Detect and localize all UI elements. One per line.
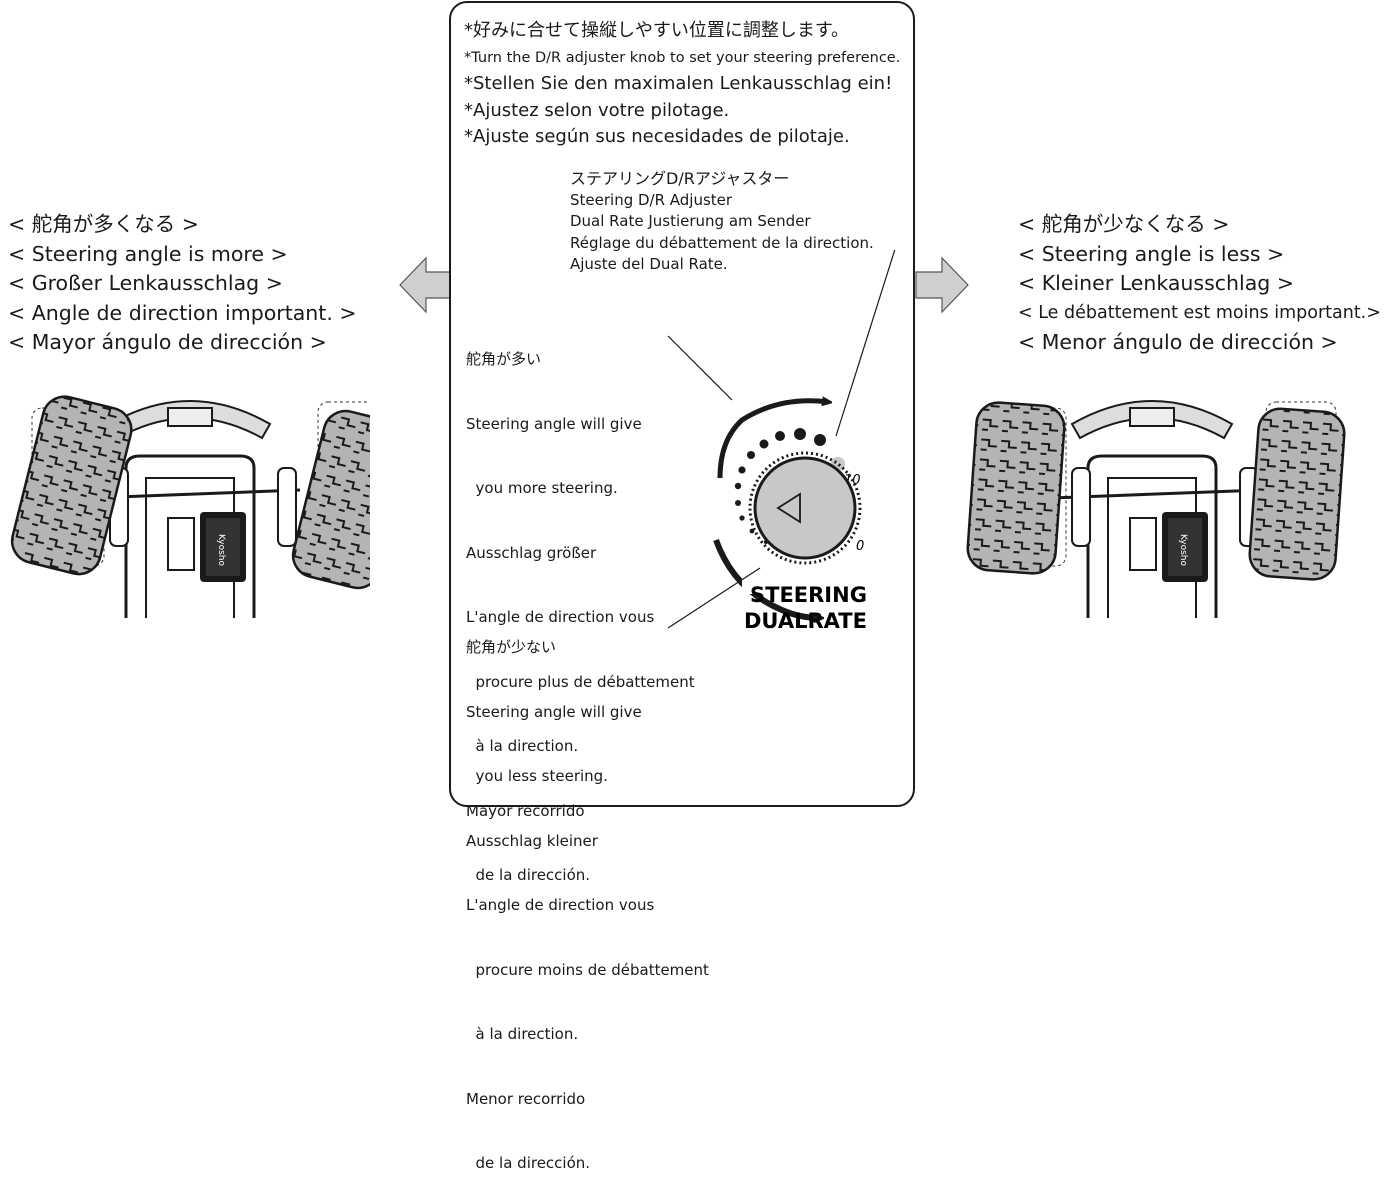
less-leader-line [667,567,761,629]
adjuster-label-de: Dual Rate Justierung am Sender [570,212,811,230]
right-caption-fr: < Le débattement est moins important.> [1018,302,1381,323]
less-note-line: you less steering. [466,767,608,785]
more-note-line: procure plus de débattement [466,672,695,691]
more-note-line: you more steering. [466,479,618,497]
adjuster-label-fr: Réglage du débattement de la direction. [570,233,874,252]
left-arrow-icon [399,256,453,314]
right-caption-es: < Menor ángulo de dirección > [1018,330,1338,354]
more-note-line: L'angle de direction vous [466,608,655,626]
vehicle-badge-left: Kyosho [216,534,226,566]
instruction-panel [449,1,915,807]
adjuster-label-en: Steering D/R Adjuster [570,190,733,209]
less-note-line: Ausschlag kleiner [466,831,598,850]
less-note-line: procure moins de débattement [466,960,709,979]
right-caption: < 舵角が少なくなる > < Steering angle is less > … [1018,210,1381,358]
more-note-line: Ausschlag größer [466,543,597,562]
right-caption-de: < Kleiner Lenkausschlag > [1018,271,1295,295]
right-caption-jp: < 舵角が少なくなる > [1018,212,1230,236]
knob-pointer-icon [776,492,801,524]
dial-label-line1: STEERING [750,583,867,607]
more-leader-line [667,335,733,401]
increase-arrow-icon [717,401,828,479]
less-note-line: L'angle de direction vous [466,896,655,914]
less-note-line: Menor recorrido [466,1089,586,1108]
vehicle-less-steering-illustration: Kyosho [966,400,1346,618]
right-caption-en: < Steering angle is less > [1018,241,1285,266]
less-note-line: Steering angle will give [466,702,642,721]
adjuster-label-jp: ステアリングD/Rアジャスター [570,169,790,188]
vehicle-more-steering-illustration: Kyosho [10,395,370,618]
left-caption-es: < Mayor ángulo de dirección > [8,330,327,354]
instruction-jp: *好みに合せて操縦しやすい位置に調整します。 [464,20,850,41]
instruction-es: *Ajuste según sus necesidades de pilotaj… [464,126,850,147]
dial-knob [753,456,857,560]
left-caption-en: < Steering angle is more > [8,241,288,266]
adjuster-leader-line [835,250,896,437]
right-arrow-icon [915,256,969,314]
adjuster-label: ステアリングD/Rアジャスター Steering D/R Adjuster Du… [570,168,874,276]
left-caption: < 舵角が多くなる > < Steering angle is more > <… [8,210,357,358]
instruction-fr: *Ajustez selon votre pilotage. [464,99,730,121]
less-steering-note: 舵角が少ない Steering angle will give you less… [466,594,709,1196]
more-note-line: Steering angle will give [466,414,642,433]
more-note-jp: 舵角が多い [466,350,542,368]
less-note-line: de la dirección. [466,1154,591,1172]
instruction-en: *Turn the D/R adjuster knob to set your … [464,49,901,66]
instruction-de: *Stellen Sie den maximalen Lenkausschlag… [464,73,893,94]
more-note-line: à la direction. [466,737,579,755]
dial-label-line2: DUALRATE [744,609,867,633]
less-note-jp: 舵角が少ない [466,638,557,656]
left-caption-de: < Großer Lenkausschlag > [8,271,283,295]
adjuster-label-es: Ajuste del Dual Rate. [570,255,728,273]
vehicle-badge-right: Kyosho [1178,534,1188,566]
steering-dual-rate-dial: 10 0 STEERING DUALRATE [667,250,896,633]
left-caption-jp: < 舵角が多くなる > [8,212,199,236]
left-caption-fr: < Angle de direction important. > [8,300,357,325]
decrease-arrow-icon [713,538,820,618]
less-note-line: à la direction. [466,1025,579,1043]
adjust-instructions: *好みに合せて操縦しやすい位置に調整します。 *Turn the D/R adj… [464,18,900,151]
scale-min-label: 0 [856,539,864,554]
